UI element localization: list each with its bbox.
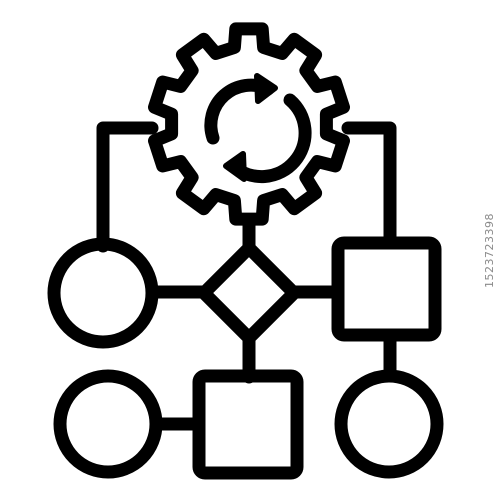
refresh-arrowhead-bottom [223, 151, 247, 182]
gear-outline [148, 22, 350, 226]
refresh-arrow-bottom [226, 93, 312, 184]
connector-lines [96, 121, 397, 431]
bottom-square-node [192, 369, 304, 480]
left-circle-node [47, 237, 159, 349]
refresh-arrows-icon [204, 73, 312, 184]
gear-icon [148, 22, 350, 226]
decision-diamond-node [197, 241, 301, 345]
connector-gear-right [341, 121, 397, 250]
refresh-arrowhead-top [254, 73, 278, 104]
connector-gear-left [96, 121, 159, 253]
bottom-left-circle-node [53, 369, 163, 479]
right-square-node [331, 236, 442, 342]
bottom-right-circle-node [334, 369, 444, 479]
